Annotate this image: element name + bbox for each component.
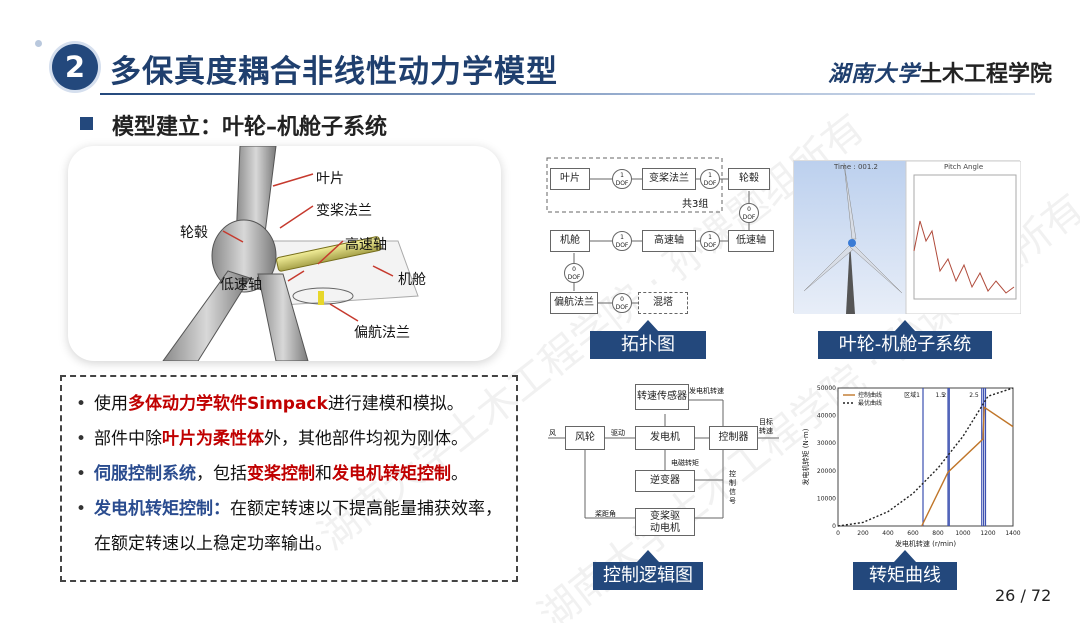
ctrl-drive-label: 驱动 (611, 429, 625, 437)
bullet-item: 伺服控制系统，包括变桨控制和发电机转矩控制。 (72, 457, 504, 492)
torque-chart-svg: 0 200 400 600 800 1000 1200 1400 0 10000 20000 3000… (801, 385, 1021, 548)
y-tick-label: 40000 (817, 413, 836, 420)
caption-topology: 拓扑图 (590, 331, 706, 359)
bullet-item: 使用多体动力学软件Simpack进行建模和模拟。 (72, 387, 504, 422)
x-tick-label: 400 (882, 530, 894, 537)
section-number: 2 (52, 44, 98, 90)
x-tick-label: 0 (836, 530, 840, 537)
legend-label: 控制曲线 (858, 391, 882, 399)
x-tick-label: 200 (857, 530, 869, 537)
series-line (921, 406, 1014, 527)
ctrl-pitch-angle-label: 桨距角 (595, 510, 616, 518)
ctrl-speed-sensor: 转速传感器 (635, 384, 689, 410)
y-tick-label: 0 (832, 523, 836, 530)
sim-time-label: Time : 001.2 (834, 163, 878, 171)
ctrl-generator: 发电机 (635, 426, 695, 450)
square-bullet-icon (80, 117, 93, 130)
decor-dot (35, 40, 42, 47)
y-axis-label: 发电机转矩 (N·m) (801, 428, 810, 485)
page-number: 26 / 72 (995, 586, 1052, 605)
caption-arrow-icon (637, 550, 659, 562)
ctrl-inverter: 逆变器 (635, 470, 695, 492)
topo-yaw-flange: 偏航法兰 (550, 292, 598, 314)
turbine-rendering (162, 146, 419, 361)
x-tick-label: 800 (932, 530, 944, 537)
label-low-speed-shaft: 低速轴 (220, 277, 262, 293)
topo-pitch-flange: 变桨法兰 (642, 168, 696, 190)
legend-label: 最优曲线 (858, 399, 882, 407)
sim-plot-title: Pitch Angle (944, 163, 984, 171)
label-blade: 叶片 (316, 171, 344, 187)
ctrl-target-label: 目标转速 (759, 418, 773, 435)
ctrl-gen-speed-label: 发电机转速 (689, 387, 724, 395)
series-line (837, 387, 1014, 527)
topo-low-speed-shaft: 低速轴 (728, 230, 774, 252)
topo-tower: 混塔 (638, 292, 688, 314)
logo-dept: 土木工程学院 (920, 61, 1053, 86)
x-tick-label: 1000 (955, 530, 970, 537)
x-tick-label: 1400 (1005, 530, 1020, 537)
turbine-model-image: 叶片 变桨法兰 轮毂 高速轴 机舱 低速轴 偏航法兰 (68, 146, 501, 361)
topo-blade: 叶片 (550, 168, 590, 190)
label-high-speed-shaft: 高速轴 (345, 237, 387, 253)
caption-arrow-icon (637, 320, 659, 332)
topo-high-speed-shaft: 高速轴 (642, 230, 696, 252)
label-pitch-flange: 变桨法兰 (316, 203, 372, 219)
region-label: 区域1 (904, 391, 920, 399)
subtitle: 模型建立：叶轮–机舱子系统 (112, 115, 388, 140)
region-label: 1.5 (935, 392, 945, 399)
description-box: 使用多体动力学软件Simpack进行建模和模拟。 部件中除叶片为柔性体外，其他部… (60, 375, 518, 582)
control-logic-diagram: 转速传感器 风轮 发电机 控制器 逆变器 变桨驱动电机 风 驱动 发电机转速 目… (543, 378, 783, 538)
ctrl-rotor: 风轮 (565, 426, 605, 450)
ctrl-controller: 控制器 (709, 426, 758, 450)
ctrl-gen-torque-label: 电磁转矩 (671, 459, 699, 467)
y-tick-label: 50000 (817, 385, 836, 392)
caption-simulation: 叶轮-机舱子系统 (818, 331, 992, 359)
x-tick-label: 600 (907, 530, 919, 537)
university-logo: 湖南大学土木工程学院 (828, 56, 1052, 88)
caption-control-logic: 控制逻辑图 (593, 562, 703, 590)
control-lines (548, 399, 779, 519)
label-nacelle: 机舱 (398, 272, 426, 288)
y-tick-label: 20000 (817, 468, 836, 475)
region-label: 2.5 (969, 392, 979, 399)
bullet-item: 发电机转矩控制：在额定转速以下提高能量捕获效率，在额定转速以上稳定功率输出。 (72, 492, 504, 562)
region-label: 2 (942, 392, 946, 399)
ctrl-signal-label: 控制信号 (729, 470, 736, 505)
label-yaw-flange: 偏航法兰 (354, 325, 410, 341)
simulation-image: Time : 001.2 Pitch Angle (793, 160, 1021, 314)
title-underline (100, 93, 1035, 95)
ctrl-wind-label: 风 (549, 429, 556, 437)
caption-arrow-icon (894, 550, 916, 562)
x-tick-label: 1200 (980, 530, 995, 537)
bullet-item: 部件中除叶片为柔性体外，其他部件均视为刚体。 (72, 422, 504, 457)
simulation-visual (794, 161, 1021, 314)
topo-group-note: 共3组 (682, 199, 709, 210)
caption-arrow-icon (894, 320, 916, 332)
label-hub: 轮毂 (180, 225, 208, 241)
y-tick-label: 30000 (817, 440, 836, 447)
caption-torque: 转矩曲线 (853, 562, 957, 590)
topo-nacelle: 机舱 (550, 230, 590, 252)
ctrl-pitch-motor: 变桨驱动电机 (635, 508, 695, 536)
y-tick-label: 10000 (817, 495, 836, 502)
slide-title: 多保真度耦合非线性动力学模型 (110, 54, 558, 90)
torque-chart: 0 200 400 600 800 1000 1200 1400 0 10000 20000 3000… (800, 380, 1025, 550)
x-axis-label: 发电机转速 (r/min) (895, 539, 956, 548)
topo-hub: 轮毂 (728, 168, 770, 190)
logo-script: 湖南大学 (828, 61, 921, 87)
